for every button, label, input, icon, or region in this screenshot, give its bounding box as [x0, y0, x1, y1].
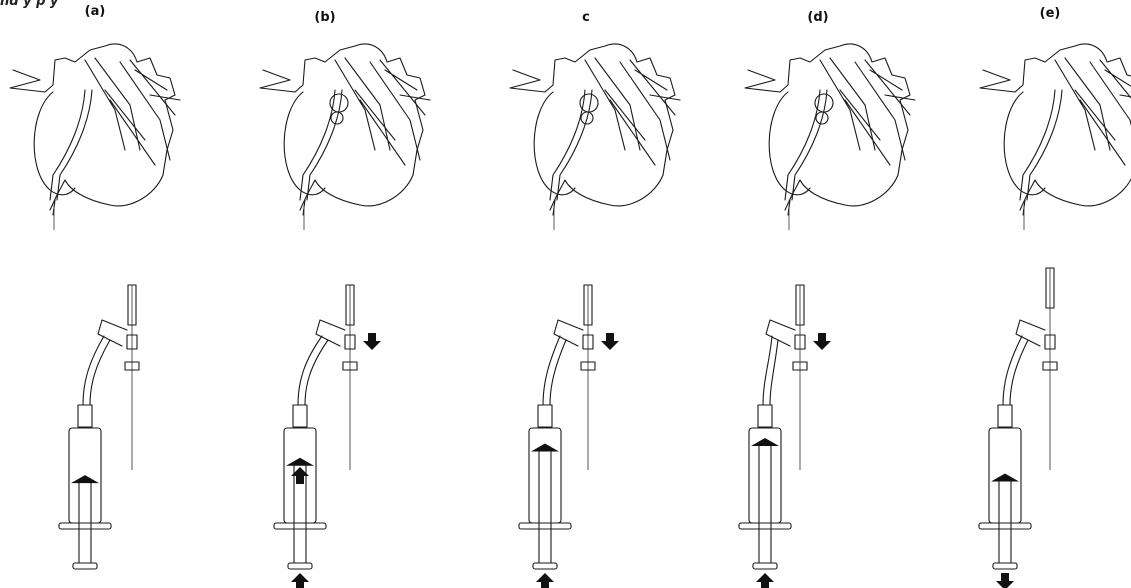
vessel-branches: [820, 58, 915, 165]
plunger-stopper: [531, 443, 559, 451]
arrow-plunger-down: [996, 573, 1014, 588]
syringe-tip: [538, 405, 552, 427]
vessel-branches: [1055, 58, 1131, 165]
stopcock: [316, 320, 345, 346]
panel-group-1: [10, 44, 180, 569]
extension-tubing: [763, 336, 778, 405]
plunger-stopper: [991, 474, 1019, 482]
syringe-tip: [293, 405, 307, 427]
stopcock: [98, 320, 127, 346]
arrow-guidewire-down: [601, 333, 619, 350]
panel-group-2: [260, 44, 430, 569]
syringe-flange: [59, 523, 111, 529]
plunger-thumb: [288, 563, 312, 569]
heart-outline: [10, 44, 175, 210]
extension-tubing: [298, 336, 328, 405]
syringe-barrel: [529, 428, 561, 523]
syringe-tip: [78, 405, 92, 427]
plunger-thumb: [533, 563, 557, 569]
syringe-tip: [998, 405, 1012, 427]
plunger-stopper: [751, 438, 779, 446]
heart-outline: [745, 44, 910, 210]
heart-outline: [260, 44, 425, 210]
extension-tubing: [1003, 336, 1028, 405]
extension-tubing: [83, 336, 110, 405]
extension-tubing: [543, 336, 566, 405]
plunger-thumb: [753, 563, 777, 569]
syringe-flange: [274, 523, 326, 529]
arrow-guidewire-down: [363, 333, 381, 350]
arrow-plunger-up: [756, 573, 774, 588]
plunger-thumb: [993, 563, 1017, 569]
syringe-flange: [739, 523, 791, 529]
vessel-branches: [335, 58, 430, 165]
plunger-thumb: [73, 563, 97, 569]
syringe-flange: [519, 523, 571, 529]
plunger-stopper: [71, 475, 99, 483]
arrow-plunger-up: [291, 573, 309, 588]
plunger-stopper: [286, 458, 314, 466]
panel-group-5: [979, 44, 1131, 569]
vessel-branches: [585, 58, 680, 165]
arrow-guidewire-down: [813, 333, 831, 350]
stopcock: [766, 320, 795, 346]
syringe-flange: [979, 523, 1031, 529]
arrow-plunger-up: [536, 573, 554, 588]
heart-outline: [510, 44, 675, 210]
stopcock: [1016, 320, 1045, 346]
panel-group-4: [739, 44, 915, 569]
syringe-tip: [758, 405, 772, 427]
vessel-branches: [85, 58, 180, 165]
stopcock: [554, 320, 583, 346]
heart-outline: [980, 44, 1131, 210]
panel-group-3: [510, 44, 680, 569]
